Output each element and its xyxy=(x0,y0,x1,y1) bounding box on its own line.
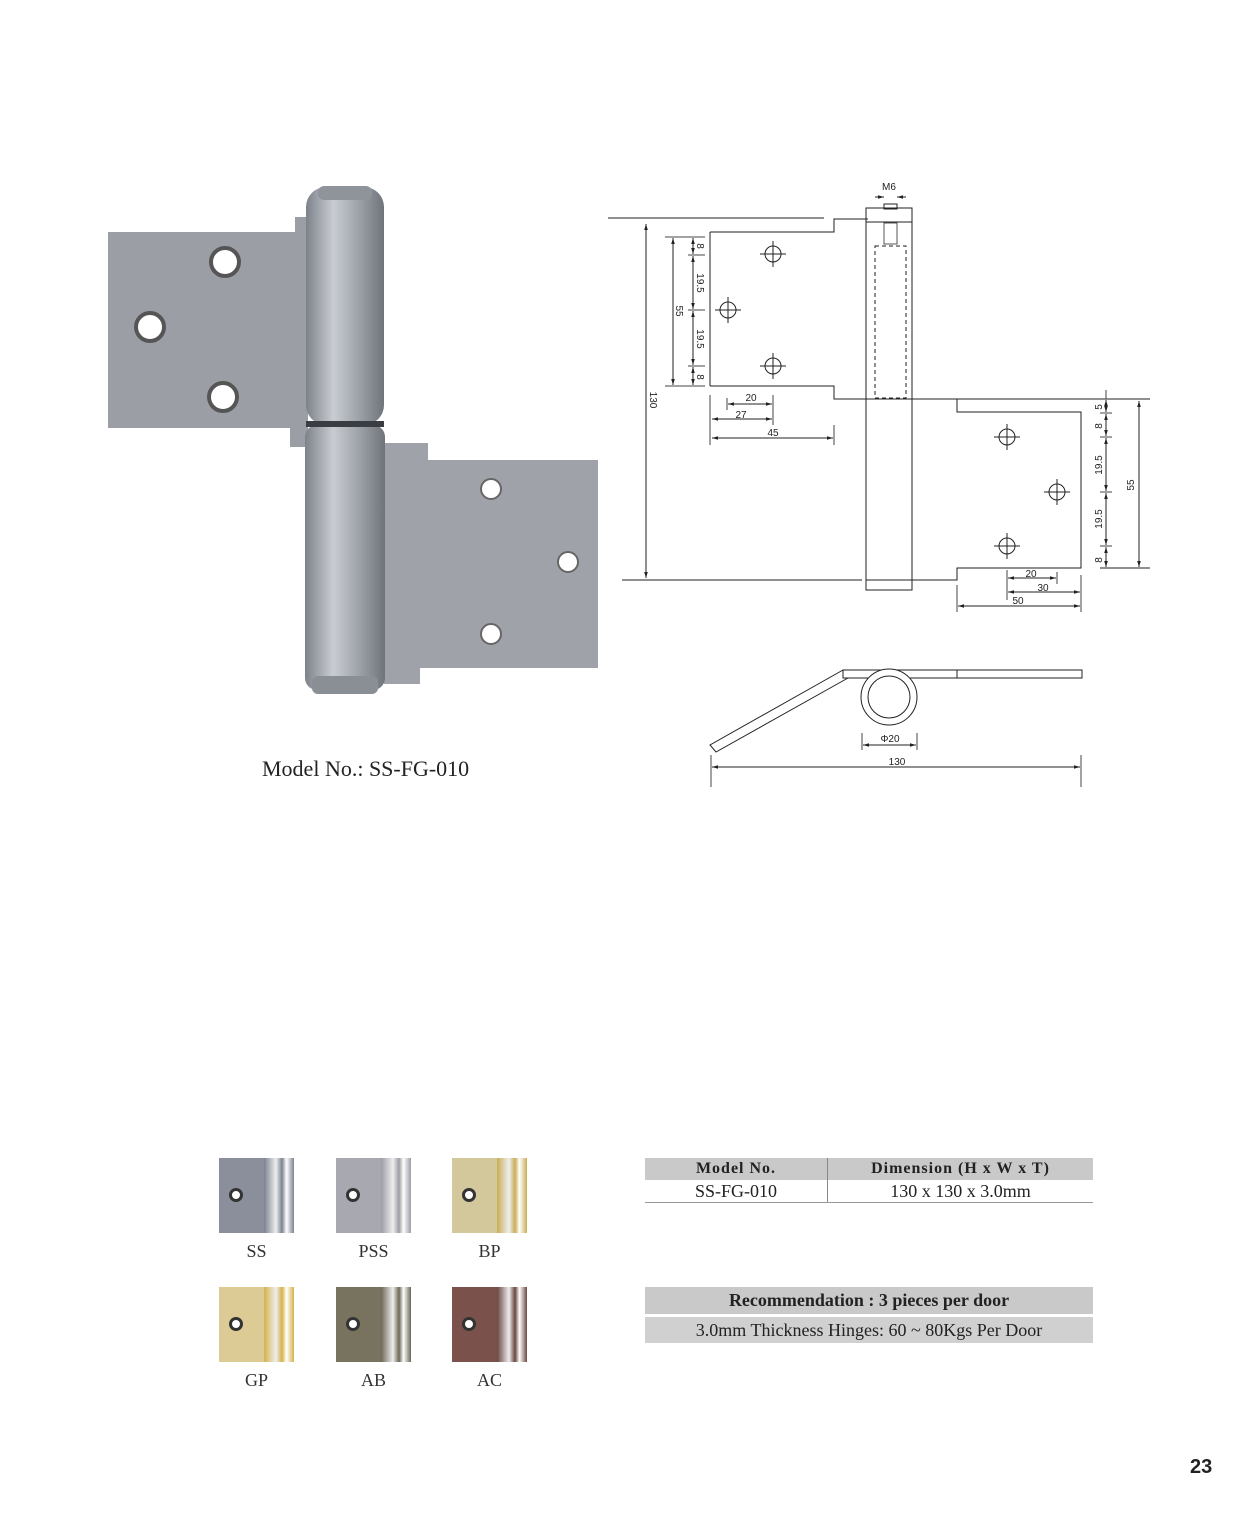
mounting-holes xyxy=(715,241,1070,559)
model-caption: Model No.: SS-FG-010 xyxy=(262,756,470,781)
screw-hole-icon xyxy=(346,1188,360,1202)
cell-model: SS-FG-010 xyxy=(645,1180,828,1203)
finish-label: PSS xyxy=(358,1241,389,1261)
dim-top-pitch-2: 19.5 xyxy=(694,329,705,349)
finish-swatch-ss xyxy=(219,1158,294,1233)
finish-label: AC xyxy=(476,1370,502,1390)
dim-top-edge-bottom: 8 xyxy=(694,374,705,380)
finish-swatch-gp xyxy=(219,1287,294,1362)
finish-label: AB xyxy=(360,1370,386,1390)
side-view xyxy=(709,668,1083,753)
swatch-knuckle xyxy=(264,1158,294,1233)
swatch-knuckle xyxy=(497,1158,527,1233)
screw-hole-icon xyxy=(462,1188,476,1202)
hinge-photo xyxy=(108,186,598,694)
page-number: 23 xyxy=(1190,1456,1213,1478)
dim-bottom-span: 55 xyxy=(1126,479,1137,491)
dim-top-offset-1: 20 xyxy=(745,393,757,404)
dim-overall-height: 130 xyxy=(647,392,658,409)
dim-bottom-pitch-2: 19.5 xyxy=(1094,509,1105,529)
screw-hole-icon xyxy=(346,1317,360,1331)
header-dimension: Dimension (H x W x T) xyxy=(827,1158,1093,1180)
finish-swatch-ab xyxy=(336,1287,411,1362)
dim-bottom-offset-1: 20 xyxy=(1025,569,1037,580)
dim-top-pitch-1: 19.5 xyxy=(694,273,705,293)
dim-bottom-offset-2: 30 xyxy=(1037,583,1049,594)
header-model: Model No. xyxy=(645,1158,828,1180)
recommendation-detail: 3.0mm Thickness Hinges: 60 ~ 80Kgs Per D… xyxy=(645,1315,1093,1343)
dim-bottom-gap: 5 xyxy=(1094,404,1105,410)
dim-bottom-edge: 8 xyxy=(1094,423,1105,429)
finish-label: BP xyxy=(478,1241,501,1261)
table-row: SS-FG-010 130 x 130 x 3.0mm xyxy=(645,1180,1093,1203)
technical-drawing: M6 130 55 8 19.5 19.5 8 20 27 45 5 8 19.… xyxy=(608,182,1150,787)
spec-table: Model No. Dimension (H x W x T) SS-FG-01… xyxy=(645,1158,1093,1203)
finish-swatch-ac xyxy=(452,1287,527,1362)
dim-bottom-pitch-1: 19.5 xyxy=(1094,455,1105,475)
dim-thread: M6 xyxy=(882,182,896,193)
dim-side-width: 130 xyxy=(889,757,906,768)
front-view-outline xyxy=(608,203,1150,591)
swatch-knuckle xyxy=(381,1287,411,1362)
extension-lines xyxy=(665,236,1112,787)
dim-bottom-width: 50 xyxy=(1012,596,1024,607)
swatch-knuckle xyxy=(381,1158,411,1233)
finish-swatch-bp xyxy=(452,1158,527,1233)
swatch-knuckle xyxy=(497,1287,527,1362)
screw-hole-icon xyxy=(229,1317,243,1331)
dim-bottom-edge-bottom: 8 xyxy=(1094,557,1105,563)
dim-top-width: 45 xyxy=(767,428,779,439)
screw-hole-icon xyxy=(229,1188,243,1202)
dimension-lines xyxy=(644,195,1141,769)
dim-top-offset-2: 27 xyxy=(735,410,747,421)
cell-dimension: 130 x 130 x 3.0mm xyxy=(827,1180,1093,1203)
screw-hole-icon xyxy=(462,1317,476,1331)
swatch-knuckle xyxy=(264,1287,294,1362)
finish-swatch-pss xyxy=(336,1158,411,1233)
dim-top-edge: 8 xyxy=(694,243,705,249)
recommendation-title: Recommendation : 3 pieces per door xyxy=(645,1287,1093,1317)
finish-label: SS xyxy=(246,1241,267,1261)
dim-diameter: Φ20 xyxy=(880,734,900,745)
recommendation-table: Recommendation : 3 pieces per door 3.0mm… xyxy=(645,1287,1093,1343)
finish-label: GP xyxy=(244,1370,268,1390)
dim-top-span: 55 xyxy=(673,305,684,317)
